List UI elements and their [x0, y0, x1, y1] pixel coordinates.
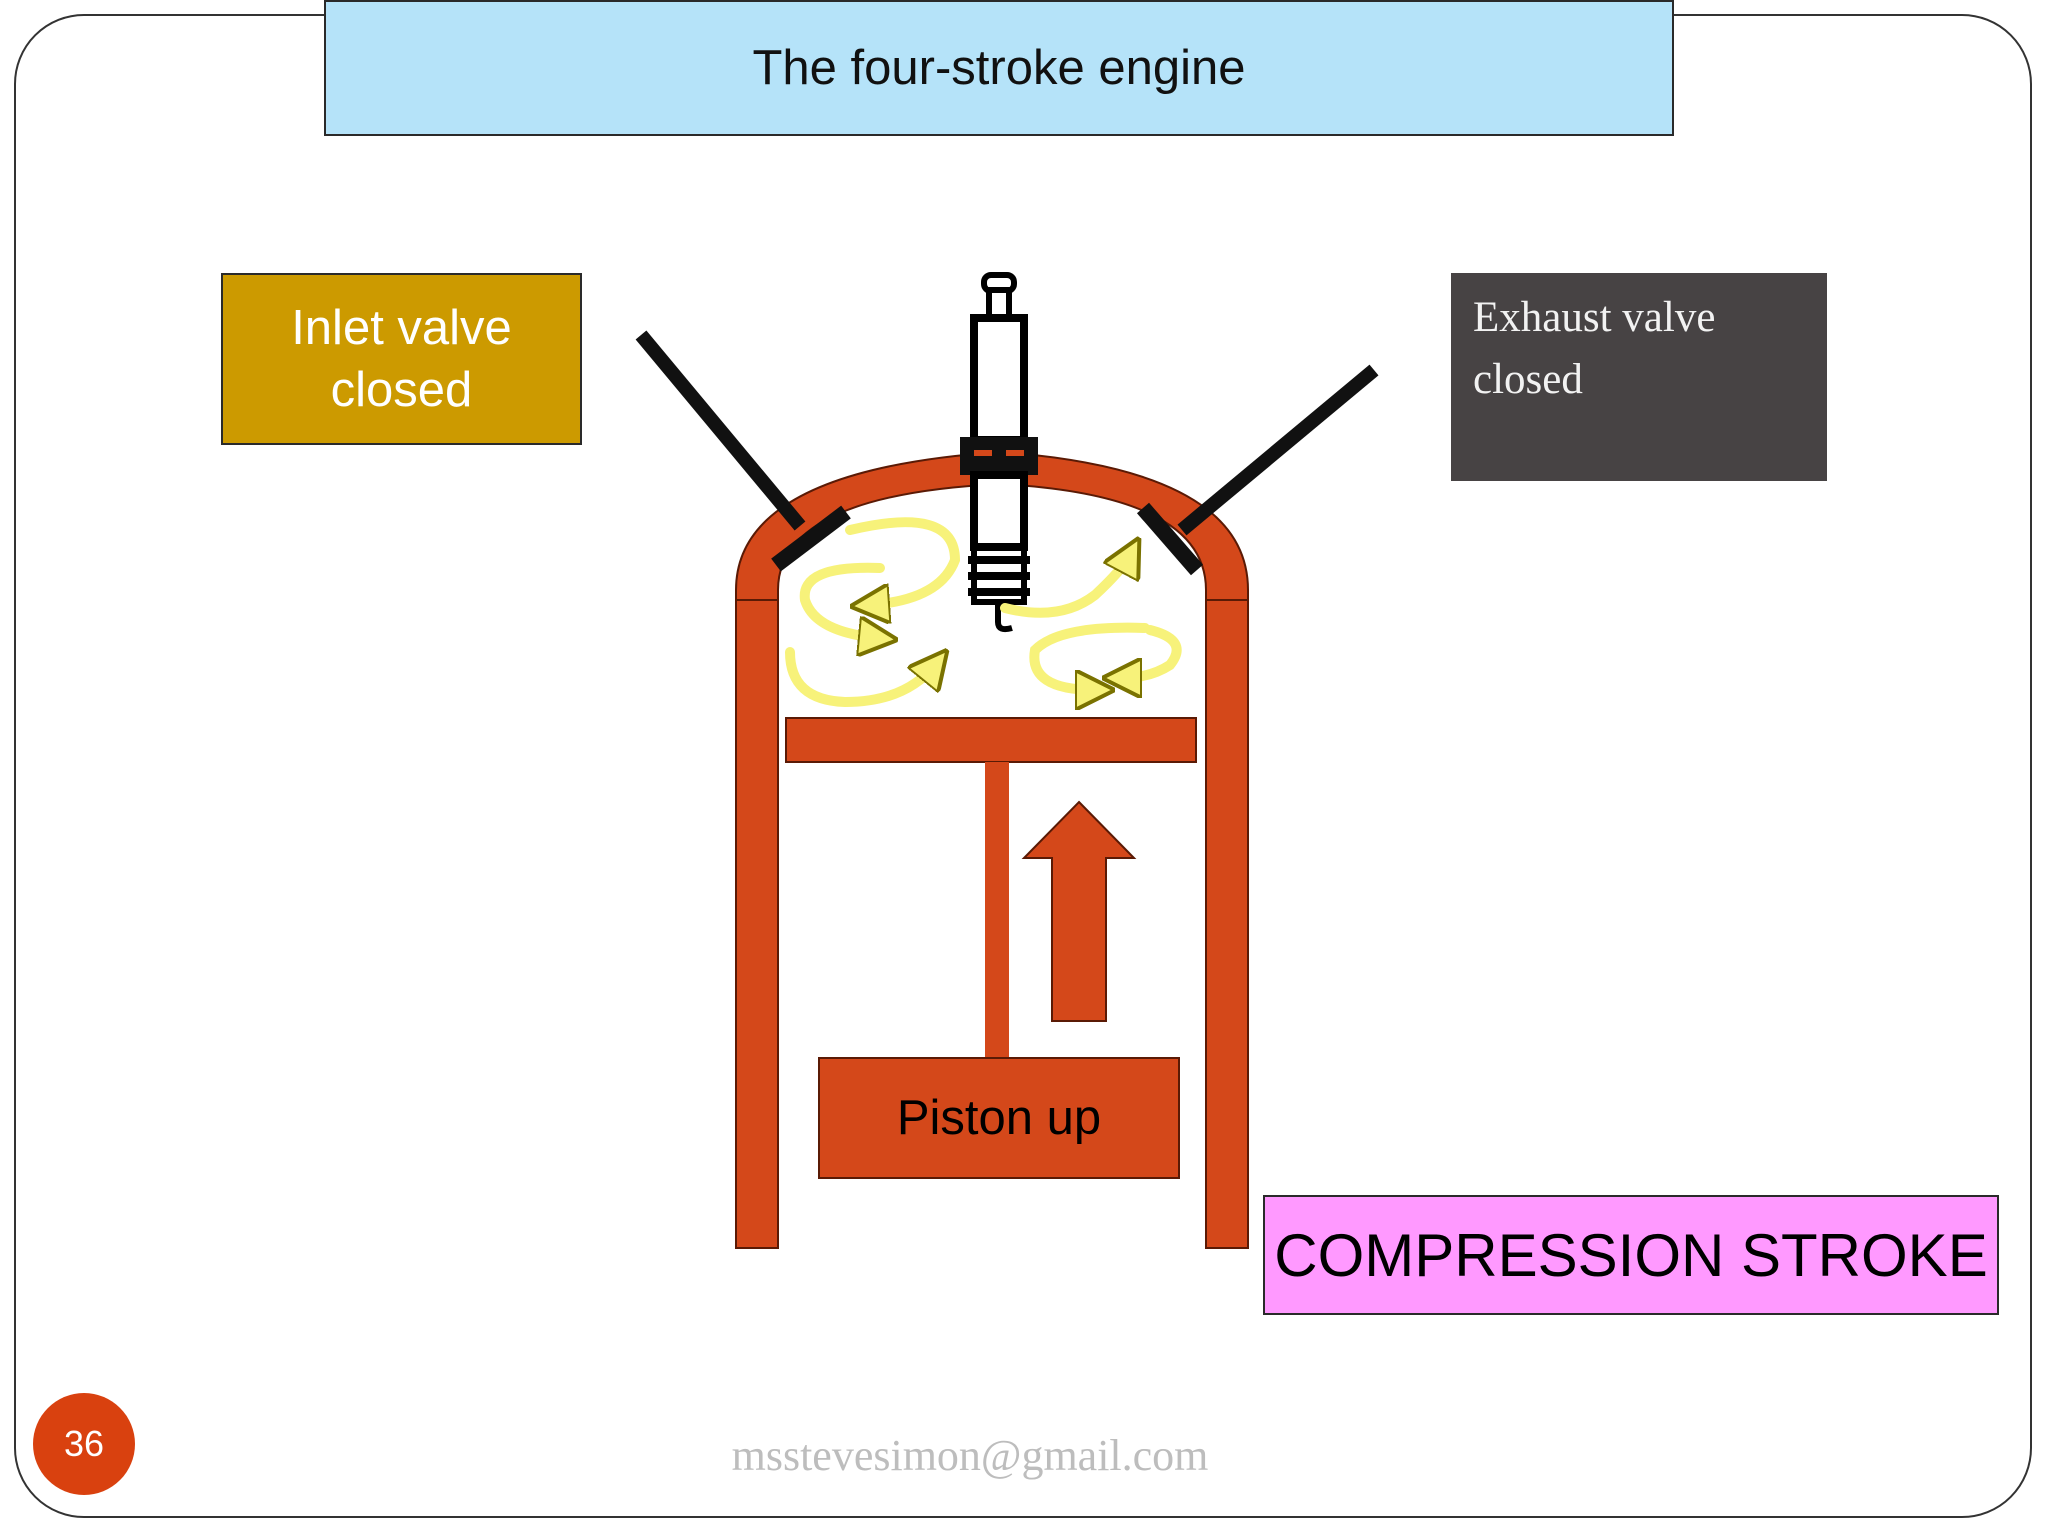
- cylinder-wall-left: [735, 599, 779, 1249]
- inlet-label-line2: closed: [330, 363, 473, 417]
- exhaust-valve: [1136, 364, 1379, 576]
- swirl-arrows: [785, 517, 1182, 702]
- exhaust-label-line1: Exhaust valve: [1473, 294, 1716, 341]
- piston-label-text: Piston up: [896, 1091, 1102, 1145]
- piston-label: Piston up: [819, 1058, 1179, 1178]
- inlet-valve-label: Inlet valve closed: [221, 273, 582, 445]
- exhaust-valve-label: Exhaust valve closed: [1451, 273, 1827, 481]
- stroke-label: COMPRESSION STROKE: [1263, 1195, 1999, 1315]
- page-number: 36: [63, 1423, 105, 1464]
- slide-title: The four-stroke engine: [324, 0, 1674, 136]
- inlet-label-line1: Inlet valve: [291, 301, 512, 355]
- piston-head: [785, 717, 1197, 763]
- cylinder-head: [735, 450, 1249, 604]
- cylinder-wall-right: [1205, 599, 1249, 1249]
- page-number-badge: 36: [33, 1393, 135, 1495]
- spark-plug-icon: [960, 272, 1038, 633]
- piston-rod: [985, 762, 1009, 1060]
- slide-title-text: The four-stroke engine: [752, 41, 1246, 95]
- piston-body: [818, 1057, 1180, 1179]
- inlet-valve: [635, 330, 851, 572]
- exhaust-label-line2: closed: [1473, 356, 1583, 403]
- piston-up-arrow: [1021, 800, 1137, 1022]
- footer-email: msstevesimon@gmail.com: [731, 1431, 1209, 1480]
- stroke-label-text: COMPRESSION STROKE: [1274, 1221, 1988, 1289]
